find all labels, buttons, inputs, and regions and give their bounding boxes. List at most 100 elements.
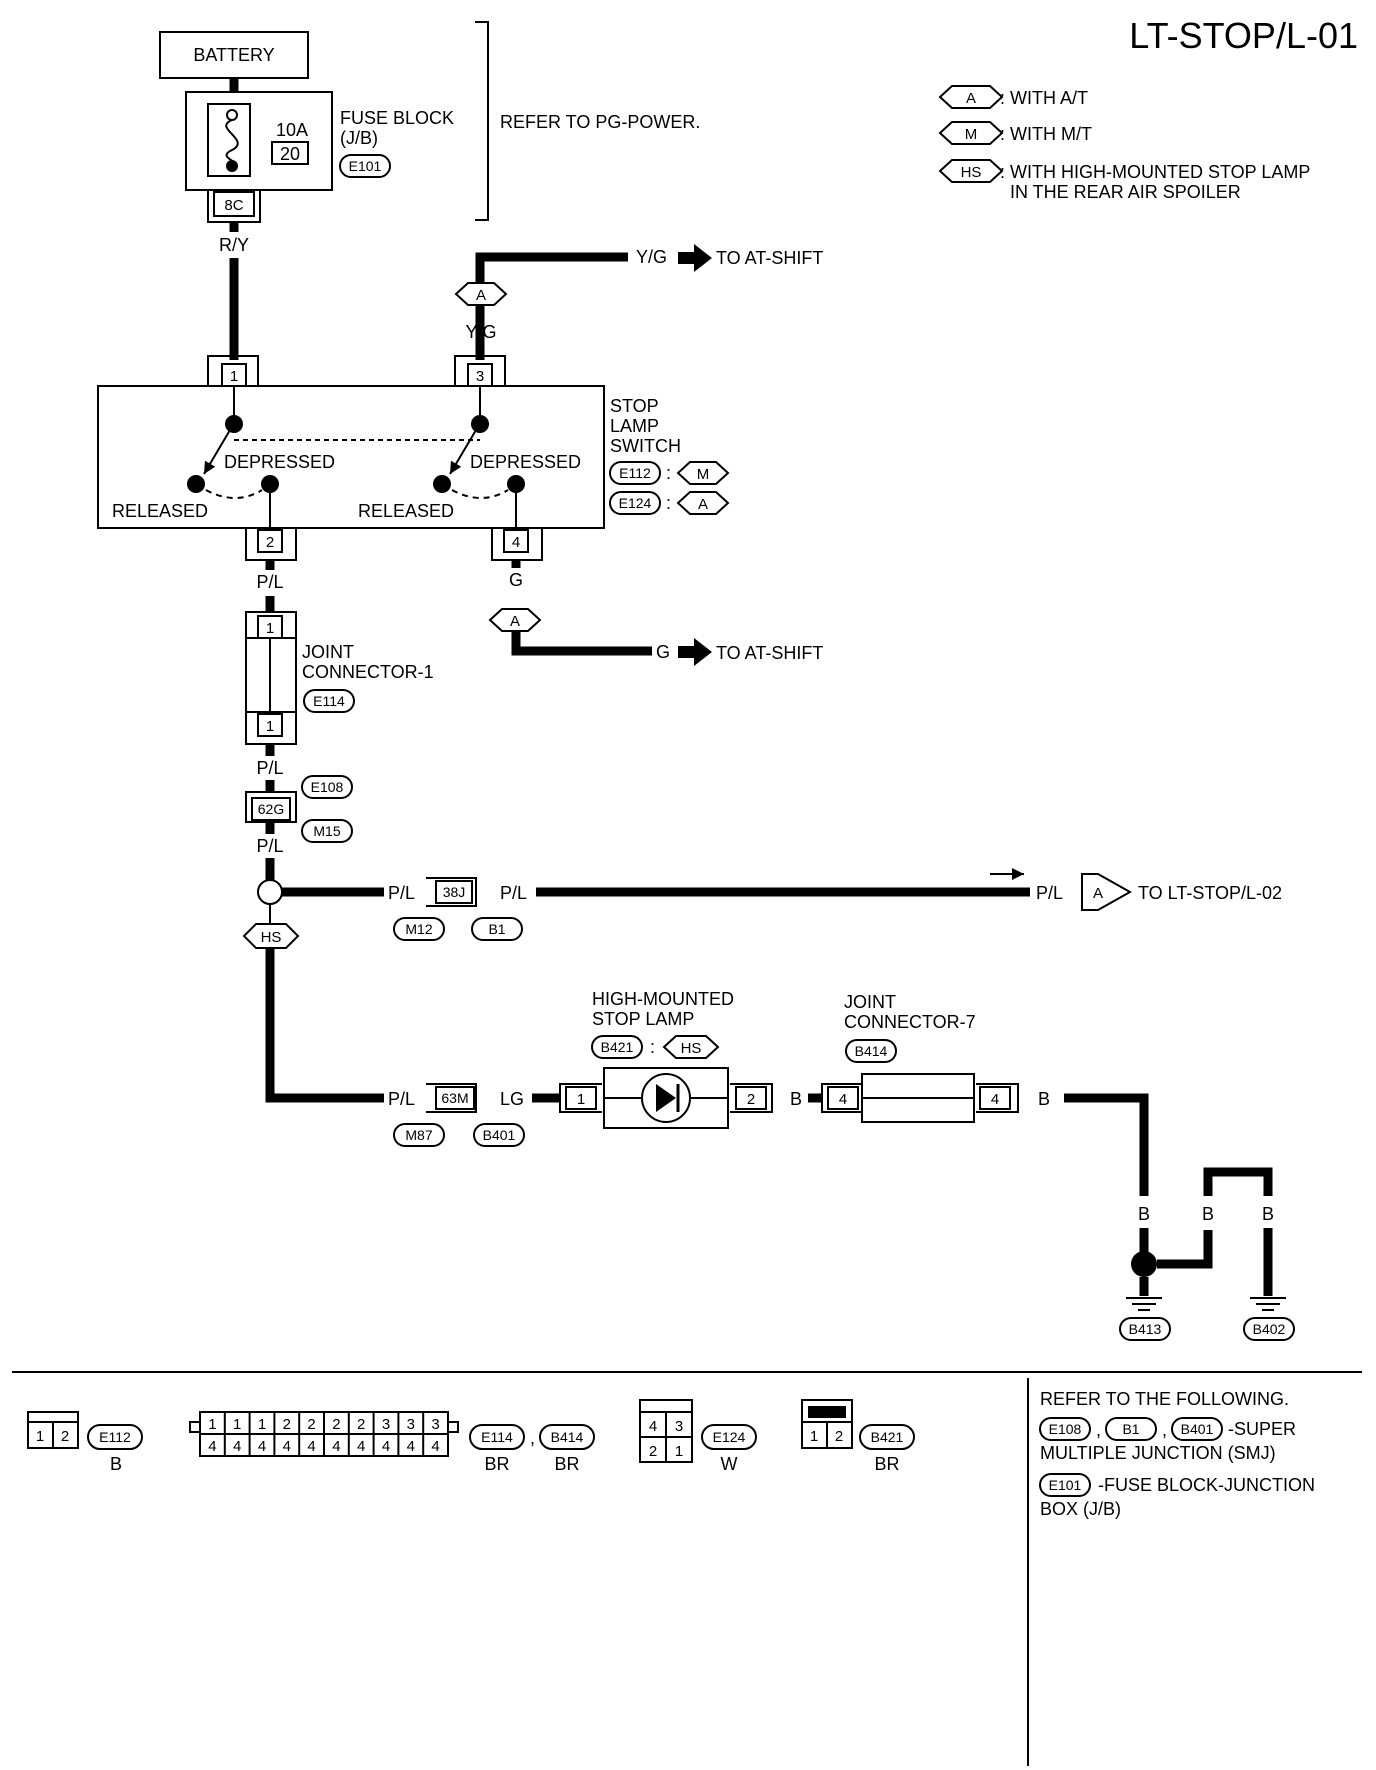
svg-text:BR: BR [874,1454,899,1474]
pin-label: 4 [407,1438,415,1455]
svg-text:REFER TO THE FOLLOWING.: REFER TO THE FOLLOWING. [1040,1389,1289,1409]
smj-62g: 62G E108 M15 [245,775,353,843]
svg-text:STOP LAMP: STOP LAMP [592,1009,694,1029]
svg-text:E114: E114 [481,1429,513,1445]
svg-text:A: A [510,613,520,630]
svg-text:38J: 38J [443,884,466,900]
svg-text:2: 2 [61,1428,69,1445]
wire-color-b-3: B [1138,1204,1150,1224]
fuse-terminal: 8C [207,190,261,223]
svg-text:2: 2 [747,1091,755,1108]
svg-text:1: 1 [675,1443,683,1460]
connector-tag: B401 [483,1127,516,1143]
svg-text:A: A [1093,885,1103,902]
svg-text:BOX (J/B): BOX (J/B) [1040,1499,1121,1519]
wire-color-yg: Y/G [465,322,496,342]
svg-text:1: 1 [36,1428,44,1445]
svg-text:20: 20 [280,144,300,164]
high-mounted-stop-lamp: HIGH-MOUNTED STOP LAMP B421 : HS 1 2 [559,989,773,1129]
legend-item-hs: HS : WITH HIGH-MOUNTED STOP LAMP IN THE … [938,159,1310,202]
legend-item-mt: M : WITH M/T [938,121,1092,145]
svg-text:A: A [966,90,976,107]
svg-text:1: 1 [230,368,238,385]
arrow-right-icon [678,244,712,272]
splice-point [257,879,283,905]
wire-color-b: B [790,1089,802,1109]
wire-color-b-5: B [1262,1204,1274,1224]
svg-text:: WITH M/T: : WITH M/T [1000,124,1092,144]
svg-text:8C: 8C [224,197,243,214]
svg-text:-SUPER: -SUPER [1228,1419,1296,1439]
arrow-right-icon [678,638,712,666]
wire-color-yg-out: Y/G [636,247,667,267]
svg-text:RELEASED: RELEASED [112,501,208,521]
wire-color-b-2: B [1038,1089,1050,1109]
connector-tag: B414 [855,1043,888,1059]
svg-text:,: , [530,1428,535,1448]
svg-text:JOINT: JOINT [302,642,354,662]
smj-38j: 38J M12 B1 [393,877,523,941]
svg-text:4: 4 [649,1418,657,1435]
svg-text:B401: B401 [1181,1421,1214,1437]
svg-text:SWITCH: SWITCH [610,436,681,456]
svg-text:1: 1 [266,620,274,637]
connector-view-e124: 4 3 2 1 E124 W [639,1399,757,1474]
legend-item-at: A : WITH A/T [938,85,1088,109]
wire-color-pl-2: P/L [256,758,283,778]
svg-text:HIGH-MOUNTED: HIGH-MOUNTED [592,989,734,1009]
pin-label: 4 [332,1438,340,1455]
to-lt-stop-l-02-label: TO LT-STOP/L-02 [1138,883,1282,903]
svg-text:4: 4 [512,534,520,551]
connector-tag: E112 [619,465,651,481]
svg-text:2: 2 [649,1443,657,1460]
svg-text:4: 4 [991,1091,999,1108]
refer-notes: REFER TO THE FOLLOWING. E108 , B1 , B401… [1039,1389,1315,1519]
svg-text:B413: B413 [1129,1321,1162,1337]
svg-text:1: 1 [810,1428,818,1445]
cond-tag-hs: HS [242,923,300,949]
wire-color-g: G [509,570,523,590]
svg-text:3: 3 [675,1418,683,1435]
svg-text::: : [666,493,671,513]
wire-color-pl: P/L [256,572,283,592]
svg-text:,: , [1162,1420,1167,1440]
svg-text:HS: HS [681,1040,702,1057]
wire-color-ry: R/Y [219,235,249,255]
svg-text:BR: BR [484,1454,509,1474]
svg-text:CONNECTOR-1: CONNECTOR-1 [302,662,434,682]
svg-text:B414: B414 [551,1429,584,1445]
ground-b402: B402 [1243,1297,1295,1341]
pin-label: 4 [258,1438,266,1455]
smj-63m: 63M M87 B401 [393,1083,525,1147]
svg-text:A: A [698,496,708,513]
wire-color-pl-4: P/L [388,883,415,903]
pin-label: 2 [283,1416,291,1433]
wire-color-b-4: B [1202,1204,1214,1224]
pin-label: 3 [407,1416,415,1433]
svg-text:FUSE BLOCK: FUSE BLOCK [340,108,454,128]
to-at-shift-label-2: TO AT-SHIFT [716,643,823,663]
pin-label: 4 [431,1438,439,1455]
svg-text::: : [666,463,671,483]
legend: A : WITH A/T M : WITH M/T HS : WITH HIGH… [938,85,1310,202]
svg-text:CONNECTOR-7: CONNECTOR-7 [844,1012,976,1032]
svg-text:W: W [721,1454,738,1474]
svg-text:B1: B1 [1122,1421,1139,1437]
connector-tag: M12 [405,921,432,937]
connector-view-e112: 1 2 E112 B [27,1411,143,1474]
joint-connector-1: 1 1 JOINT CONNECTOR-1 E114 [245,611,434,745]
svg-text:: WITH HIGH-MOUNTED STOP LAMP: : WITH HIGH-MOUNTED STOP LAMP [1000,162,1310,182]
refer-bracket [475,21,489,221]
connector-tag: E114 [313,693,345,709]
svg-text:1: 1 [577,1091,585,1108]
svg-text:2: 2 [835,1428,843,1445]
fuse-block: 10A 20 FUSE BLOCK (J/B) E101 [185,91,454,191]
svg-text::: : [650,1037,655,1057]
connector-tag: M15 [313,823,340,839]
pin-label: 1 [208,1416,216,1433]
svg-text:,: , [1096,1420,1101,1440]
wire-color-pl-6: P/L [1036,883,1063,903]
pin-label: 4 [283,1438,291,1455]
